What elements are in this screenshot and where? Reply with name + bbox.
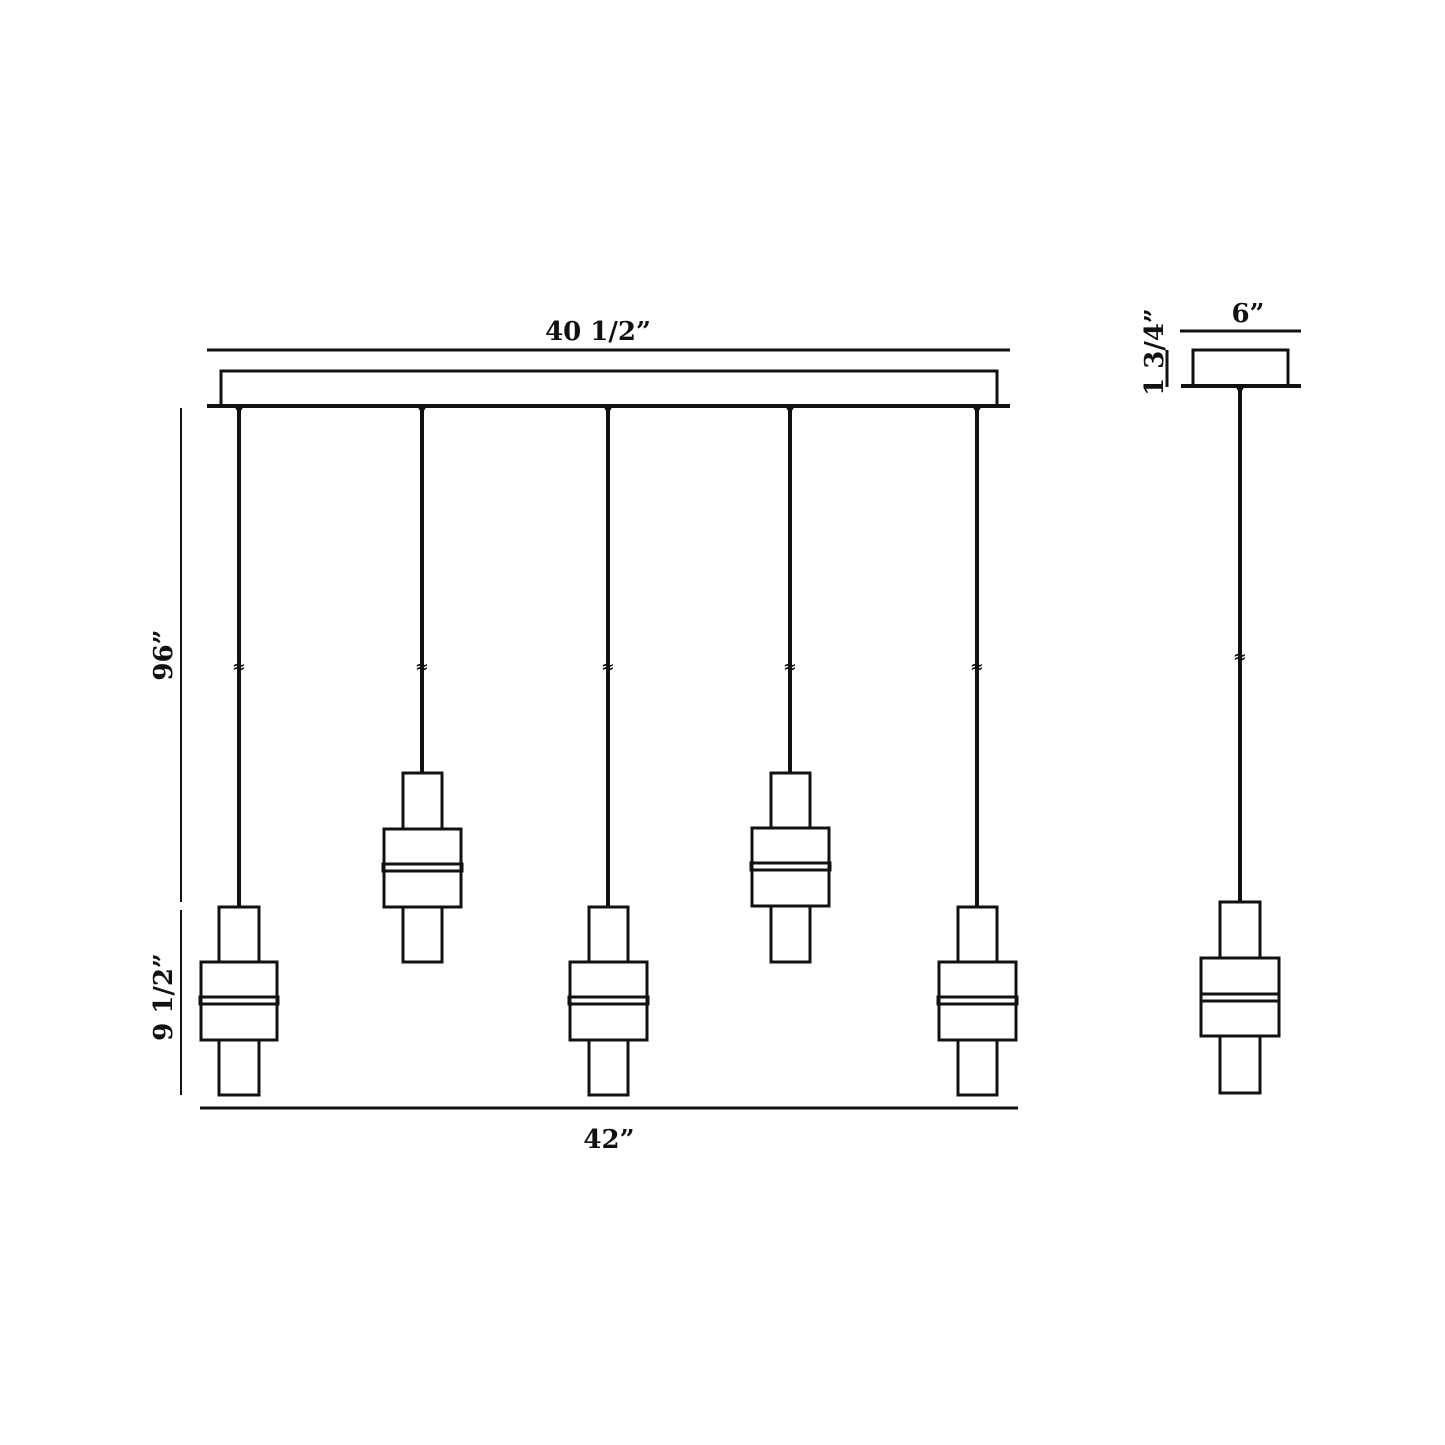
cord-break-icon: ≈: [415, 657, 428, 676]
shade-height-label: 9 1/2”: [149, 953, 179, 1041]
shade-body: [750, 826, 831, 908]
shade-body: [199, 960, 279, 1042]
side-shade-band: [1199, 992, 1281, 1003]
lower-tube: [587, 1038, 630, 1097]
shade-band: [198, 995, 280, 1006]
upper-tube: [769, 771, 812, 830]
shade-body: [937, 960, 1018, 1042]
shade-body: [568, 960, 649, 1042]
upper-tube: [956, 905, 999, 964]
upper-tube: [401, 771, 444, 831]
shade-band: [749, 861, 832, 872]
side-view: 6” 1 3/4” ≈: [1140, 299, 1301, 1095]
side-canopy: [1191, 348, 1290, 388]
side-lower-tube: [1218, 1034, 1262, 1095]
max-height-label: 96”: [149, 629, 179, 680]
pendant-2: ≈: [381, 406, 464, 964]
pendant-3: ≈: [567, 406, 650, 1097]
pendant-1: ≈: [198, 406, 280, 1097]
lower-tube: [401, 905, 444, 964]
shade-band: [567, 995, 650, 1006]
side-upper-tube: [1218, 900, 1262, 960]
lower-tube: [769, 904, 812, 964]
canopy-width-label: 40 1/2”: [545, 317, 651, 347]
lower-tube: [956, 1038, 999, 1097]
shade-body: [382, 827, 463, 909]
side-canopy-width-label: 6”: [1231, 299, 1264, 329]
upper-tube: [217, 905, 261, 964]
shade-band: [936, 995, 1019, 1006]
cord-break-icon: ≈: [601, 657, 614, 676]
front-view: 40 1/2” 96” 9 1/2” 42” ≈ ≈: [149, 317, 1019, 1155]
cord-break-icon: ≈: [232, 657, 245, 676]
shade-band: [381, 862, 464, 873]
cord-break-icon: ≈: [970, 657, 983, 676]
side-shade-body: [1199, 956, 1281, 1038]
pendant-5: ≈: [936, 406, 1019, 1097]
lower-tube: [217, 1038, 261, 1097]
canopy: [219, 369, 999, 408]
upper-tube: [587, 905, 630, 964]
cord-break-icon: ≈: [1233, 647, 1246, 666]
cord-break-icon: ≈: [783, 657, 796, 676]
side-canopy-height-label: 1 3/4”: [1140, 308, 1170, 396]
pendant-4: ≈: [749, 406, 832, 964]
overall-width-label: 42”: [583, 1125, 634, 1155]
